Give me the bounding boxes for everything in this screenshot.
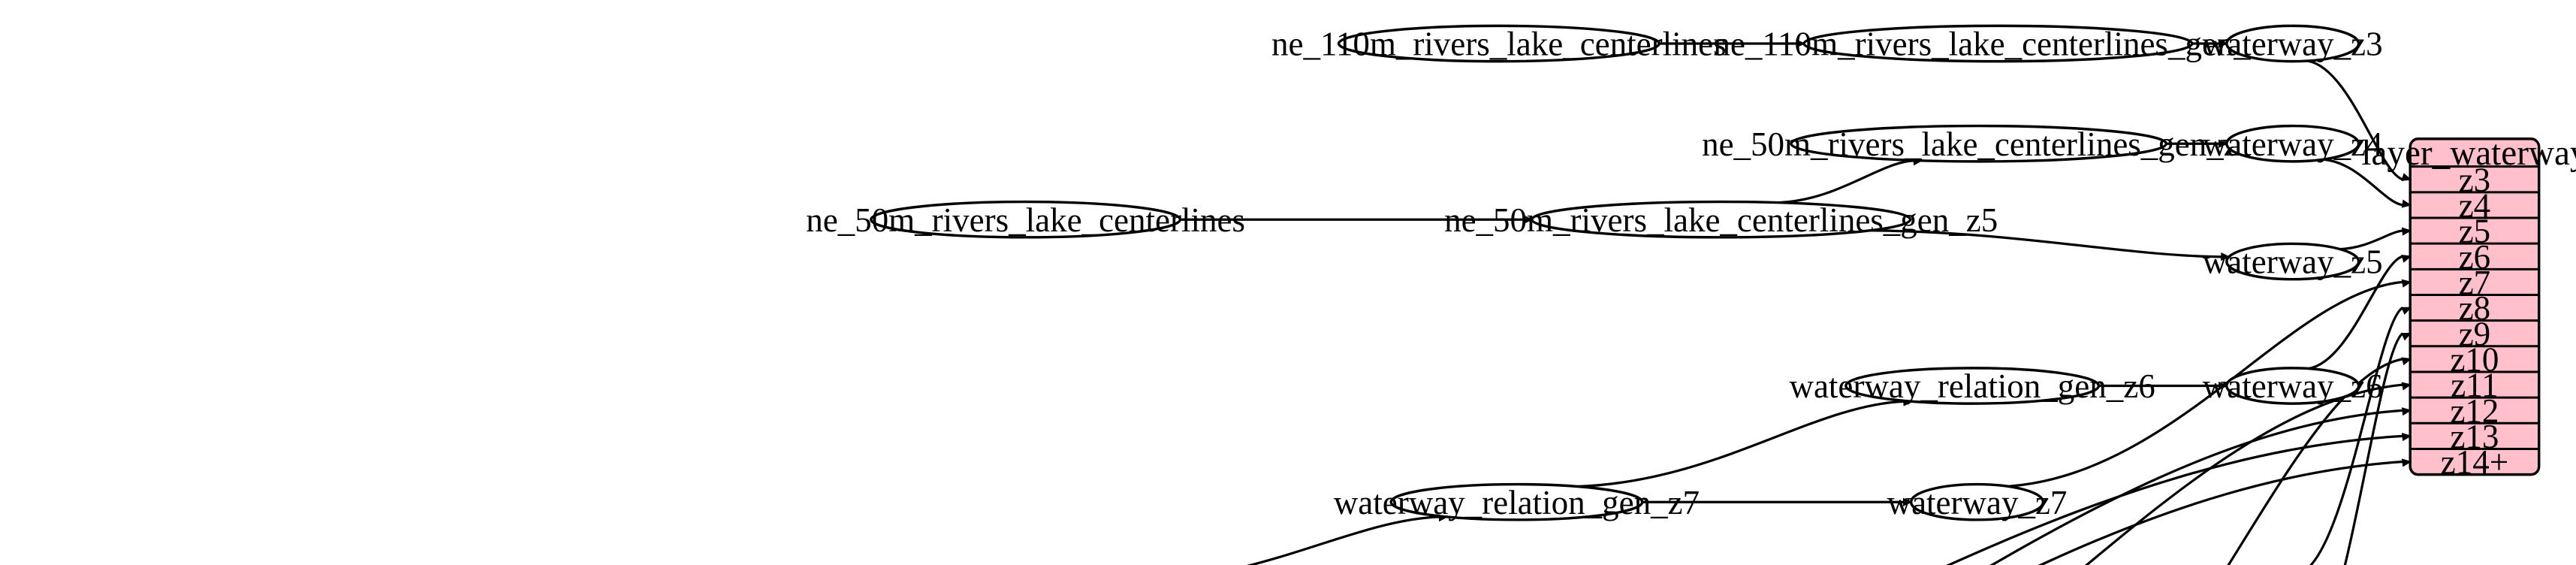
node-shape (1802, 24, 2194, 63)
edge-arrowhead (1524, 215, 1534, 224)
node-label: waterway_z6 (2203, 367, 2383, 405)
edge-waterway_z6-to-table-z6 (2308, 255, 2403, 370)
edge-arrowhead (2401, 433, 2412, 442)
node-label: ne_110m_rivers_lake_centerlines_gen_z3 (1713, 26, 2282, 63)
node-waterway_z4[interactable]: waterway_z4 (2203, 124, 2383, 163)
node-ne_50m_rivers_lake_centerlines[interactable]: ne_50m_rivers_lake_centerlines (806, 200, 1245, 239)
edge-waterway_z14-to-table-z14+ (2038, 460, 2403, 565)
node-shape (870, 200, 1182, 239)
edge-ne_50m_rivers_lake_centerlines_gen_z5-to-ne_50m_rivers_lake_centerlines_gen_z4 (1778, 159, 1914, 204)
layer-waterway-table: layer_waterwayz3z4z5z6z7z8z9z10z11z12z13… (2361, 134, 2576, 481)
node-waterway_relation_gen_z6[interactable]: waterway_relation_gen_z6 (1789, 367, 2155, 405)
node-ne_50m_rivers_lake_centerlines_gen_z5[interactable]: ne_50m_rivers_lake_centerlines_gen_z5 (1444, 200, 1998, 239)
edge-waterway_z5-to-table-z5 (2339, 229, 2403, 251)
node-shape (2225, 242, 2360, 281)
edge-arrowhead (2401, 307, 2412, 316)
edge-arrowhead (2401, 254, 2412, 263)
edge-arrowhead (2401, 357, 2412, 366)
node-label: waterway_z5 (2203, 243, 2383, 281)
edge-waterway_relation_gen_z8-to-waterway_relation_gen_z7 (1246, 515, 1440, 565)
node-label: ne_50m_rivers_lake_centerlines (806, 201, 1245, 239)
edge-waterway_z11-to-table-z11 (2084, 383, 2403, 565)
node-label: waterway_z3 (2203, 26, 2383, 63)
node-waterway_z7[interactable]: waterway_z7 (1887, 482, 2068, 521)
edge-arrowhead (2401, 279, 2412, 288)
node-ne_50m_rivers_lake_centerlines_gen_z4[interactable]: ne_50m_rivers_lake_centerlines_gen_z4 (1702, 124, 2255, 163)
node-waterway_z6[interactable]: waterway_z6 (2203, 367, 2383, 405)
table-row-z14+[interactable]: z14+ (2441, 443, 2508, 481)
edge-waterway_z3-to-table-z3 (2307, 59, 2403, 181)
edge-ne_50m_rivers_lake_centerlines_gen_z5-to-waterway_z5 (1870, 229, 2222, 258)
edge-arrowhead (2219, 139, 2228, 148)
edge-waterway_relation_gen_z7-to-waterway_relation_gen_z6 (1577, 400, 1905, 488)
node-waterway_z5[interactable]: waterway_z5 (2203, 242, 2383, 281)
node-layer: imposm3osm_waterway_relationosm_waterway… (806, 24, 2383, 521)
edge-arrowhead (1902, 497, 1913, 506)
node-waterway_relation_gen_z7[interactable]: waterway_relation_gen_z7 (1334, 482, 1700, 521)
edge-arrowhead (2221, 252, 2231, 261)
edge-arrowhead (2401, 407, 2412, 416)
node-label: waterway_relation_gen_z6 (1789, 367, 2155, 405)
edge-arrowhead (2401, 199, 2412, 208)
node-shape (1337, 24, 1661, 63)
edge-waterway_z9-to-table-z9 (2343, 332, 2404, 565)
edge-arrowhead (2401, 173, 2412, 181)
node-shape (1389, 482, 1644, 521)
node-label: waterway_relation_gen_z7 (1334, 484, 1700, 521)
edge-waterway_z12-to-table-z12 (1989, 409, 2403, 565)
edge-waterway_z4-to-table-z4 (2322, 158, 2403, 207)
node-shape (2225, 24, 2360, 63)
edge-arrowhead (2402, 227, 2412, 236)
edge-arrowhead (2219, 39, 2228, 48)
node-waterway_z3[interactable]: waterway_z3 (2203, 24, 2383, 63)
node-label: waterway_z7 (1887, 484, 2068, 521)
edge-arrowhead (2401, 458, 2412, 467)
edge-waterway_z13-to-table-z13 (1945, 434, 2403, 565)
node-shape (2225, 367, 2360, 405)
table-outline (2409, 137, 2541, 476)
node-label: waterway_z4 (2203, 125, 2383, 163)
edge-arrowhead (1796, 39, 1806, 48)
node-label: ne_110m_rivers_lake_centerlines (1271, 26, 1727, 63)
node-shape (2225, 124, 2360, 163)
node-shape (1790, 124, 2168, 163)
edge-arrowhead (2401, 382, 2412, 391)
node-shape (1531, 200, 1912, 239)
node-shape (1845, 367, 2101, 405)
node-shape (1909, 482, 2045, 521)
node-ne_110m_rivers_lake_centerlines[interactable]: ne_110m_rivers_lake_centerlines (1271, 24, 1727, 63)
edge-arrowhead (2401, 332, 2412, 341)
node-label: ne_50m_rivers_lake_centerlines_gen_z5 (1444, 201, 1998, 239)
node-ne_110m_rivers_lake_centerlines_gen_z3[interactable]: ne_110m_rivers_lake_centerlines_gen_z3 (1713, 24, 2282, 63)
node-label: ne_50m_rivers_lake_centerlines_gen_z4 (1702, 125, 2255, 163)
